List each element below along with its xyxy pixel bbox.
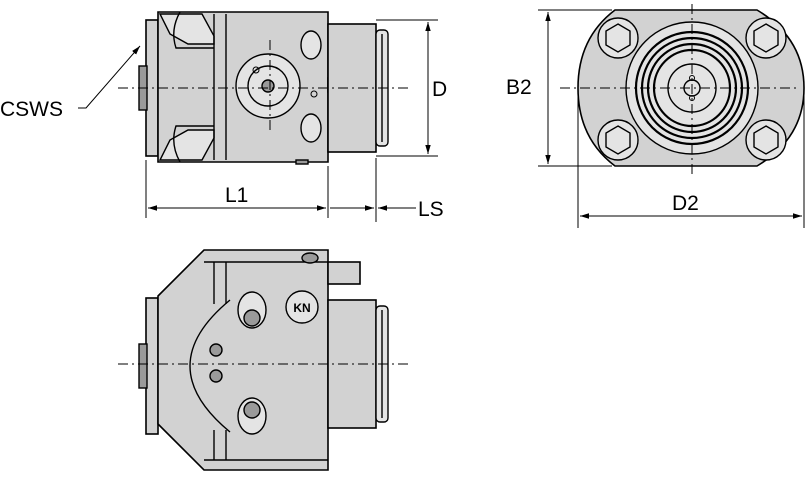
bolt-bottom-left — [597, 119, 639, 161]
dimension-d-label: D — [432, 78, 447, 101]
kn-marking: KN — [285, 290, 319, 324]
dimension-d2: D2 — [577, 92, 805, 228]
dimension-d: D — [376, 19, 447, 157]
dimension-l1: L1 — [145, 160, 329, 218]
dimension-ls-label: LS — [418, 198, 444, 221]
dimension-d2-label: D2 — [672, 192, 699, 215]
dimension-l1-label: L1 — [225, 184, 248, 207]
dimension-b2: B2 — [506, 9, 612, 167]
side-view-top — [118, 11, 410, 165]
dimension-b2-label: B2 — [506, 76, 532, 99]
bolt-top-right — [745, 17, 787, 59]
front-view — [560, 4, 805, 175]
side-view-bottom: KN — [118, 249, 410, 471]
dimension-ls: LS — [330, 158, 444, 222]
bolt-bottom-right — [745, 119, 787, 161]
leader-csws: CSWS — [0, 45, 141, 121]
leader-csws-label: CSWS — [0, 98, 63, 121]
kn-marking-text: KN — [293, 301, 310, 315]
bolt-top-left — [597, 17, 639, 59]
